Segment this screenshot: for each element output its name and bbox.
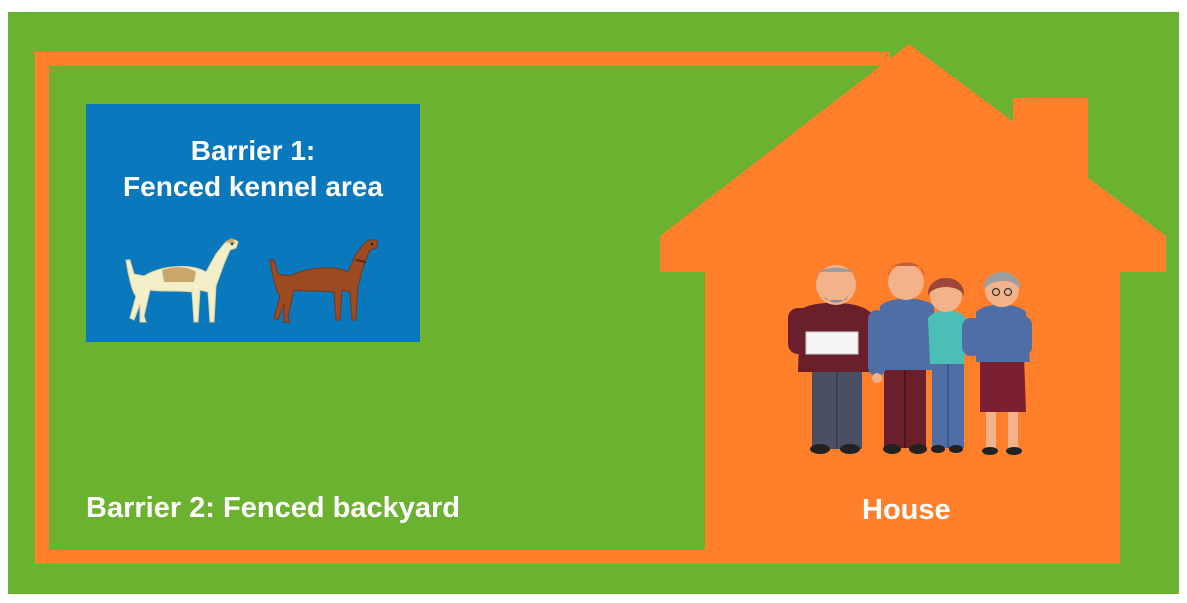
backyard-label: Barrier 2: Fenced backyard (86, 490, 460, 526)
kennel-title-line2: Fenced kennel area (86, 169, 420, 205)
kennel-title: Barrier 1: Fenced kennel area (86, 133, 420, 205)
kennel-title-line1: Barrier 1: (86, 133, 420, 169)
house-label: House (862, 492, 951, 528)
family-group (788, 263, 1032, 456)
